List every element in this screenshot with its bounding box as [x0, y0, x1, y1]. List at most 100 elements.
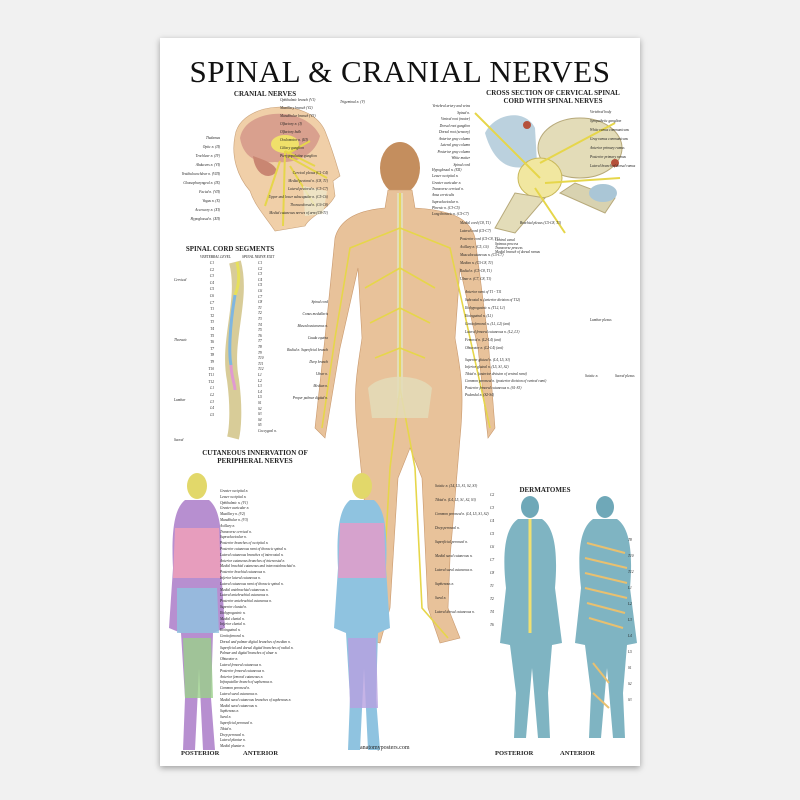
dermatome-label: C7 [490, 558, 495, 562]
cutaneous-nerve-label: Posterior brachial cutaneous n. [220, 570, 266, 575]
nerve-label: Medial sural cutaneous n. [435, 554, 473, 558]
cutaneous-nerve-label: Genitofemoral n. [220, 634, 245, 638]
cutaneous-nerve-label: Ophthalmic n. (V1) [220, 500, 248, 505]
cross-section-label: Posterior primary ramus [590, 155, 626, 159]
spinal-nerve-exit-label: T5 [258, 328, 262, 333]
spinal-nerve-exit-label: S1 [258, 401, 262, 405]
nerve-label: Cauda equina [307, 336, 328, 340]
trigeminal-label: Trigeminal n. (V) [340, 100, 365, 104]
nerve-label: Lateral dorsal cutaneous n. [435, 610, 475, 614]
nerve-label: Iliohypogastric n. (T12, L1) [465, 306, 506, 310]
vertebral-level-label: T9 [210, 360, 214, 364]
cross-section-label: Spinal cord [453, 162, 470, 167]
cutaneous-nerve-label: Lesser occipital n. [220, 494, 247, 499]
cross-section-label: Central canal [495, 238, 515, 242]
cutaneous-nerve-label: Greater occipital n. [220, 489, 249, 493]
cutaneous-nerve-label: Posterior cutaneous rami of thoracic spi… [220, 547, 287, 551]
nerve-label: Deep branch [309, 360, 328, 364]
nerve-label: Tibial n. (L4, L5, S1, S2, S3) [435, 498, 476, 502]
dermatome-label: T10 [628, 554, 634, 558]
cutaneous-nerve-label: Medial antebrachial cutaneous n. [220, 587, 269, 592]
spinal-nerve-exit-header: SPINAL NERVE EXIT [242, 255, 275, 259]
dermatome-label: S1 [628, 666, 632, 670]
website-url: anatomyposters.com [360, 745, 410, 751]
spinal-nerve-exit-label: T11 [258, 361, 264, 366]
vertebral-level-label: C3 [209, 274, 214, 279]
cutaneous-nerve-label: Posterior branches of occipital n. [220, 541, 269, 546]
spinal-nerve-exit-label: C7 [258, 294, 263, 299]
cutaneous-nerve-label: Iliohypogastric n. [220, 610, 246, 615]
cranial-nerve-label: Thalamus [205, 136, 220, 140]
cutaneous-nerve-label: Superficial and dorsal digital branches … [220, 645, 294, 650]
nerve-label: Spinal cord [311, 300, 328, 304]
vertebral-level-label: T3 [210, 320, 214, 325]
dermatome-label: C6 [490, 545, 495, 549]
spine-region-label: Cervical [174, 278, 187, 282]
cutaneous-nerve-label: Ilioinguinal n. [220, 628, 241, 633]
cross-section-label: Lateral branch of dorsal ramus [590, 164, 636, 168]
cross-section-label: Dorsal root (sensory) [438, 130, 470, 134]
nerve-label: Obturator n. (L2-L4) (ant) [465, 346, 504, 350]
spinal-nerve-exit-label: T9 [258, 350, 262, 355]
cutaneous-nerve-label: Lateral sural cutaneous n. [220, 692, 258, 696]
nerve-label: Ilioinguinal n. (L1) [465, 314, 493, 318]
cutaneous-nerve-label: Superficial peroneal n. [220, 721, 253, 725]
spinal-nerve-exit-label: C4 [258, 277, 263, 282]
nerve-label: Medial cutaneous nerves of arm (C8-T1) [269, 211, 328, 215]
spinal-nerve-exit-label: S4 [258, 417, 262, 422]
nerve-label: Axillary n. (C5, C6) [460, 245, 489, 249]
spinal-nerve-exit-label: T2 [258, 311, 262, 316]
nerve-label: Saphenous n. [435, 582, 455, 586]
dermatome-label: S3 [628, 698, 632, 702]
nerve-label: Phrenic n. (C3-C5) [432, 205, 460, 210]
vertebral-level-label: L5 [210, 412, 214, 417]
spinal-nerve-exit-label: L5 [258, 395, 262, 400]
vertebral-level-label: T7 [210, 346, 214, 351]
nerve-label: Posterior cord (C5-C8, T1) [460, 237, 500, 241]
cutaneous-nerve-label: Obturator n. [220, 657, 239, 662]
cutaneous-nerve-label: Tibial n. [220, 726, 232, 731]
posterior-body-nerve-illustration [314, 142, 496, 644]
cutaneous-nerve-label: Medial plantar n. [220, 744, 246, 749]
cranial-nerve-label: Hypoglossal n. (XII) [190, 217, 220, 221]
spinal-nerve-exit-label: T8 [258, 345, 262, 349]
nerve-label: Transverse cervical n. [432, 186, 464, 191]
cutaneous-posterior-label: POSTERIOR [181, 750, 220, 757]
vertebral-level-label: C1 [209, 261, 214, 265]
dermatome-posterior-label: POSTERIOR [495, 750, 534, 757]
nerve-label: Greater auricular n. [432, 180, 462, 185]
nerve-label: Posterior femoral cutaneous n. (S1-S3) [465, 386, 522, 390]
cranial-nerve-label: Accessory n. (XI) [195, 208, 220, 212]
spine-illustration [225, 260, 244, 440]
spinal-nerve-exit-label: T12 [258, 367, 264, 372]
nerve-label: Ulnar n. (C7, C8, T1) [460, 277, 492, 281]
vertebral-level-label: L1 [210, 386, 214, 391]
vertebral-level-label: T1 [210, 307, 214, 312]
cross-section-label: Lateral gray column [440, 143, 470, 147]
nerve-label: Medial cord (C8, T1) [460, 221, 491, 225]
cutaneous-nerve-label: Medial clunial n. [220, 616, 245, 621]
cross-section-label: Spinous process [495, 242, 519, 246]
vertebral-level-label: C7 [209, 300, 214, 305]
nerve-label: Ulnar n. [315, 372, 328, 376]
cutaneous-nerve-label: Common peroneal n. [220, 686, 251, 691]
spinal-segments-heading: SPINAL CORD SEGMENTS [185, 245, 275, 253]
dermatome-label: T4 [490, 610, 494, 614]
cutaneous-nerve-label: Medial sural cutaneous branches of saphe… [220, 697, 292, 702]
nerve-label: Median n. (C5-C8, T1) [460, 261, 494, 265]
poster-title: SPINAL & CRANIAL NERVES [189, 54, 611, 89]
vertebral-level-label: C2 [209, 267, 214, 272]
nerve-label: Conus medullaris [302, 312, 328, 316]
spinal-nerve-exit-label: L4 [258, 389, 262, 394]
vertebral-level-label: L3 [210, 399, 214, 404]
nerve-label: Thoracodorsal n. (C6-C8) [290, 203, 328, 207]
cranial-nerve-label: Facial n. (VII) [199, 190, 220, 194]
vertebral-level-label: T5 [210, 333, 214, 338]
cranial-nerve-label: Oculomotor n. (III) [280, 138, 308, 142]
dermatome-label: C4 [490, 519, 495, 523]
dermatome-label: T1 [490, 584, 494, 588]
spine-region-label: Thoracic [174, 338, 187, 342]
sciatic-label: Sciatic n. [585, 374, 599, 378]
dermatome-label: L1 [628, 586, 632, 590]
cutaneous-nerve-label: Medial sural cutaneous n. [220, 703, 258, 708]
